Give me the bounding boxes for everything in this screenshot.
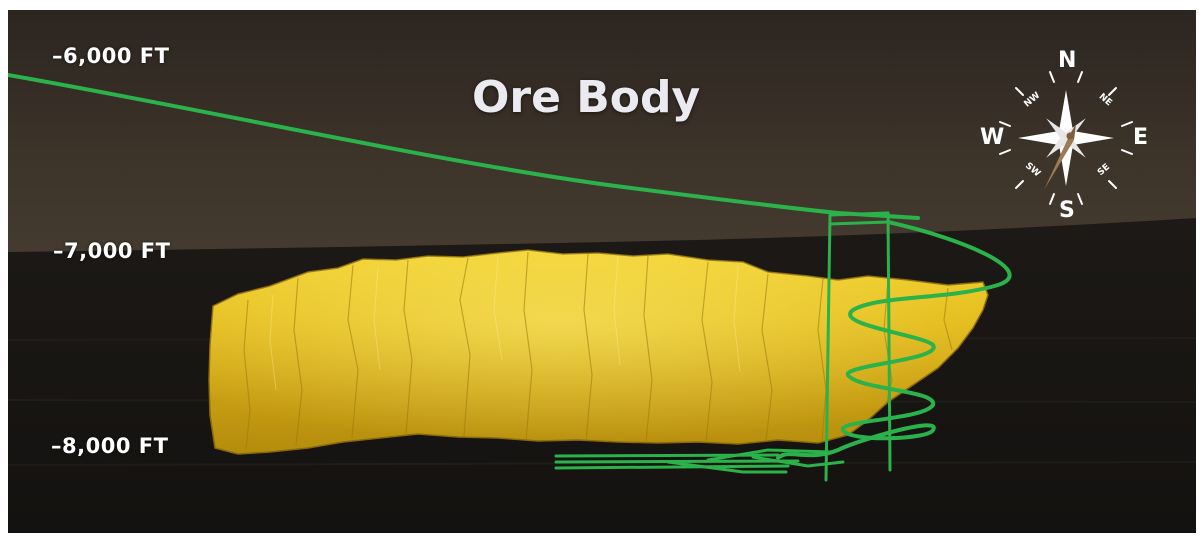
compass-rose: [1000, 72, 1132, 204]
depth-label-6000: –6,000 FT: [52, 44, 169, 68]
depth-label-8000: –8,000 FT: [51, 434, 168, 458]
diagram-title: Ore Body: [472, 72, 700, 123]
compass-south-label: S: [1059, 200, 1075, 222]
ore-body-scene: –6,000 FT –7,000 FT –8,000 FT Ore Body N…: [8, 10, 1196, 533]
compass-east-label: E: [1133, 127, 1148, 149]
compass-north-label: N: [1058, 50, 1076, 72]
depth-label-7000: –7,000 FT: [53, 239, 170, 263]
compass-west-label: W: [980, 127, 1004, 149]
